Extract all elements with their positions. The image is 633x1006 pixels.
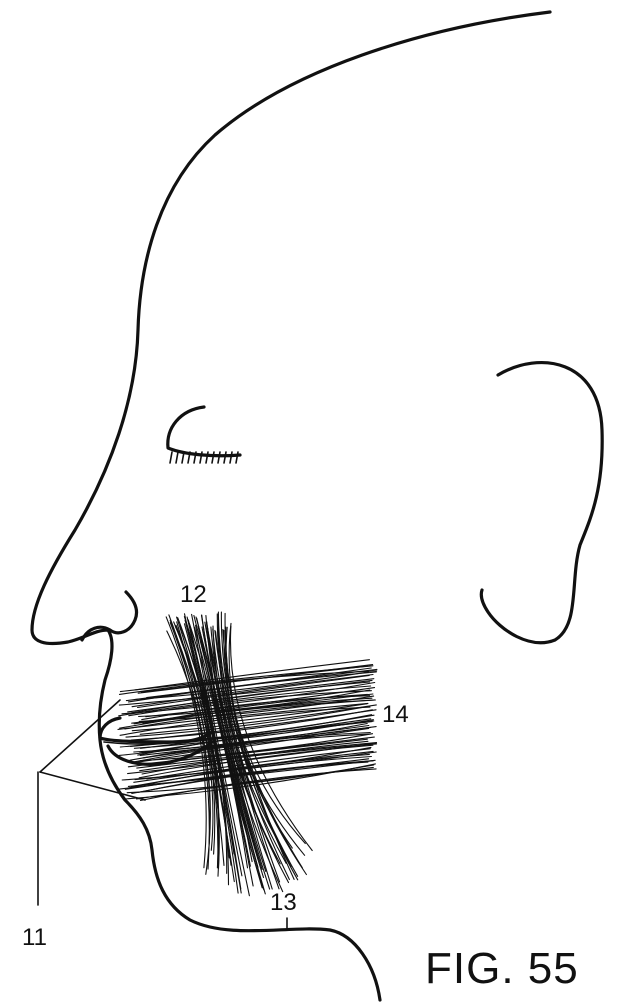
eye-lash xyxy=(236,452,238,463)
eye-lash xyxy=(212,452,214,463)
eye-lash xyxy=(206,452,208,463)
eye-lash xyxy=(170,452,172,463)
label-14: 14 xyxy=(382,701,409,728)
eye-lash xyxy=(224,452,226,463)
eye-lash xyxy=(218,452,220,463)
face-profile-outline xyxy=(32,12,550,1000)
eye-lash xyxy=(176,452,178,463)
leader-line-11-a xyxy=(40,700,120,772)
label-12: 12 xyxy=(180,581,207,608)
ear xyxy=(481,363,602,643)
figure-caption: FIG. 55 xyxy=(425,944,579,993)
closed-eye-lid xyxy=(168,407,240,456)
eye-lash xyxy=(230,452,232,463)
label-11: 11 xyxy=(22,924,47,951)
label-13: 13 xyxy=(270,889,297,916)
